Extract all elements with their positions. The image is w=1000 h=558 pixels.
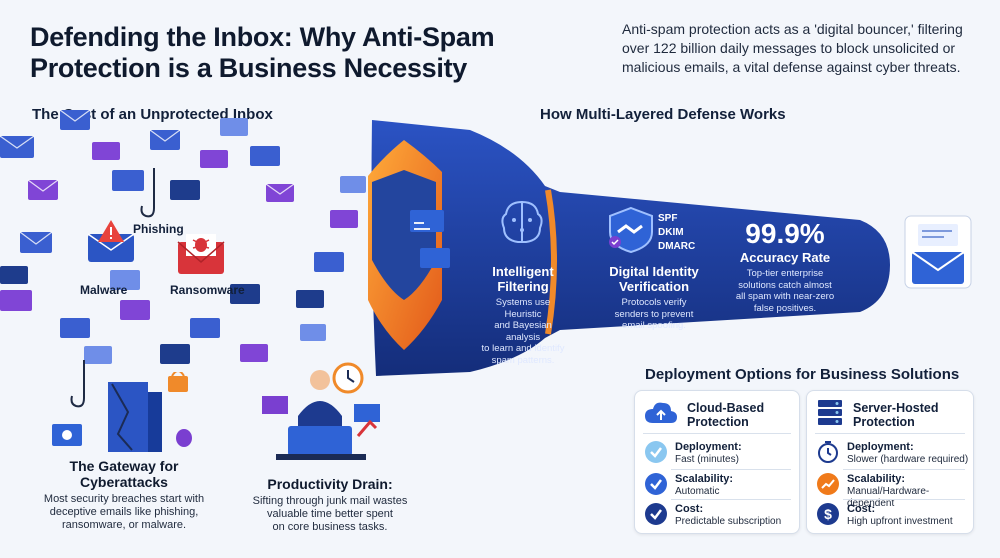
cloud-deployment-value: Fast (minutes) <box>675 454 739 465</box>
fishhook-icon <box>70 360 85 408</box>
brain-icon <box>498 198 546 248</box>
gateway-block: The Gateway for Cyberattacks Most securi… <box>0 458 248 532</box>
accuracy-value: 99.9% <box>745 218 825 249</box>
filtering-title-1: Intelligent <box>492 264 554 279</box>
accuracy-text-4: false positives. <box>753 302 817 314</box>
divider <box>643 433 791 434</box>
intro-text: Anti-spam protection acts as a 'digital … <box>622 21 963 75</box>
cloud-deployment-key: Deployment: <box>675 441 742 453</box>
ransomware-label: Ransomware <box>170 283 245 297</box>
identity-title-1: Digital Identity <box>609 264 699 279</box>
cloud-icon <box>645 401 677 425</box>
cloud-title-2: Protection <box>687 415 749 429</box>
gateway-title-2: Cyberattacks <box>80 474 168 490</box>
identity-text-3: email spoofing. <box>622 320 686 331</box>
malware-label: Malware <box>80 283 128 297</box>
divider <box>843 499 965 500</box>
timer-icon <box>817 441 839 463</box>
cloud-card: Cloud-Based Protection Deployment: Fast … <box>634 390 800 534</box>
cloud-title-1: Cloud-Based <box>687 401 765 415</box>
filtering-text-3: to learn and identify <box>481 343 565 354</box>
check-icon <box>645 473 667 495</box>
cloud-scalability-key: Scalability: <box>675 473 734 485</box>
cloud-title: Cloud-Based Protection <box>687 401 764 429</box>
server-scalability-value: Manual/Hardware-dependent <box>847 486 930 509</box>
accuracy-text-1: Top-tier enterprise <box>746 268 824 279</box>
deployment-section-title: Deployment Options for Business Solution… <box>645 366 960 383</box>
productivity-block: Productivity Drain: Sifting through junk… <box>230 476 430 534</box>
filtering-text-4: spam patterns. <box>491 354 555 366</box>
identity-text-1: Protocols verify <box>621 297 687 308</box>
server-title-1: Server-Hosted <box>853 401 939 415</box>
cloud-cost-key: Cost: <box>675 503 704 515</box>
cloud-deployment: Deployment: Fast (minutes) <box>675 441 742 466</box>
accuracy-block: 99.9% Accuracy Rate Top-tier enterprise … <box>726 218 844 314</box>
clean-envelope-icon <box>904 215 972 289</box>
page-title: Defending the Inbox: Why Anti-Spam Prote… <box>30 22 550 84</box>
phishing-envelope-icon <box>86 218 136 264</box>
productivity-title: Productivity Drain: <box>267 476 393 492</box>
shield-handshake-icon <box>606 206 656 254</box>
server-cost: Cost: High upfront investment <box>847 503 953 528</box>
filtering-title-2: Filtering <box>497 279 549 294</box>
cloud-cost-value: Predictable subscription <box>675 516 782 527</box>
server-cost-key: Cost: <box>847 503 876 515</box>
phishing-label: Phishing <box>133 222 184 236</box>
chart-icon <box>817 473 839 495</box>
cloud-cost: Cost: Predictable subscription <box>675 503 781 528</box>
productivity-text-2: valuable time better spent <box>267 508 393 520</box>
gateway-text-3: ransomware, or malware. <box>61 519 187 531</box>
productivity-text-3: on core business tasks. <box>272 521 388 533</box>
cloud-scalability: Scalability: Automatic <box>675 473 733 498</box>
ransomware-envelope-icon <box>176 228 226 276</box>
server-deployment-value: Slower (hardware required) <box>847 454 969 465</box>
identity-title-2: Verification <box>618 279 690 294</box>
identity-block: Digital Identity Verification Protocols … <box>596 264 712 332</box>
check-icon <box>645 441 667 463</box>
defense-section-title: How Multi-Layered Defense Works <box>540 106 786 123</box>
server-cost-value: High upfront investment <box>847 516 953 527</box>
gateway-title-1: The Gateway for <box>69 458 179 474</box>
divider <box>671 469 791 470</box>
title-line-2: Protection is a Business Necessity <box>30 53 467 83</box>
divider <box>843 469 965 470</box>
cost-section-title: The Cost of an Unprotected Inbox <box>32 106 273 123</box>
check-icon <box>645 503 667 525</box>
spam-envelope-stream <box>0 109 366 364</box>
protocol-list: SPF DKIM DMARC <box>658 212 695 254</box>
protocol-spf: SPF <box>658 213 678 224</box>
productivity-text-1: Sifting through junk mail wastes <box>252 495 408 507</box>
protocol-dmarc: DMARC <box>658 241 696 252</box>
divider <box>671 499 791 500</box>
server-title: Server-Hosted Protection <box>853 401 938 429</box>
server-deployment: Deployment: Slower (hardware required) <box>847 441 968 466</box>
divider <box>815 433 965 434</box>
server-scalability-key: Scalability: <box>847 473 906 485</box>
server-card: Server-Hosted Protection Deployment: Slo… <box>806 390 974 534</box>
identity-text-2: senders to prevent <box>614 308 694 320</box>
title-line-1: Defending the Inbox: Why Anti-Spam <box>30 22 495 52</box>
accuracy-text-3: all spam with near-zero <box>735 291 835 302</box>
protocol-dkim: DKIM <box>658 227 684 238</box>
dollar-icon: $ <box>817 503 839 525</box>
server-title-2: Protection <box>853 415 915 429</box>
accuracy-label: Accuracy Rate <box>739 250 831 265</box>
gateway-text-1: Most security breaches start with <box>43 493 205 505</box>
server-scalability: Scalability: Manual/Hardware-dependent <box>847 473 973 510</box>
cloud-scalability-value: Automatic <box>675 486 720 497</box>
fishhook-icon <box>140 168 155 218</box>
accuracy-text-2: solutions catch almost <box>738 279 832 291</box>
laptop-icon <box>288 426 352 456</box>
filtering-block: Intelligent Filtering Systems use Heuris… <box>478 264 568 366</box>
filtering-text-2: and Bayesian analysis <box>494 320 552 343</box>
server-icon <box>817 399 843 427</box>
gateway-illustration <box>48 370 208 454</box>
productivity-illustration <box>262 356 382 462</box>
server-deployment-key: Deployment: <box>847 441 914 453</box>
filtering-text-1: Systems use Heuristic <box>495 297 551 320</box>
gateway-text-2: deceptive emails like phishing, <box>49 506 199 518</box>
